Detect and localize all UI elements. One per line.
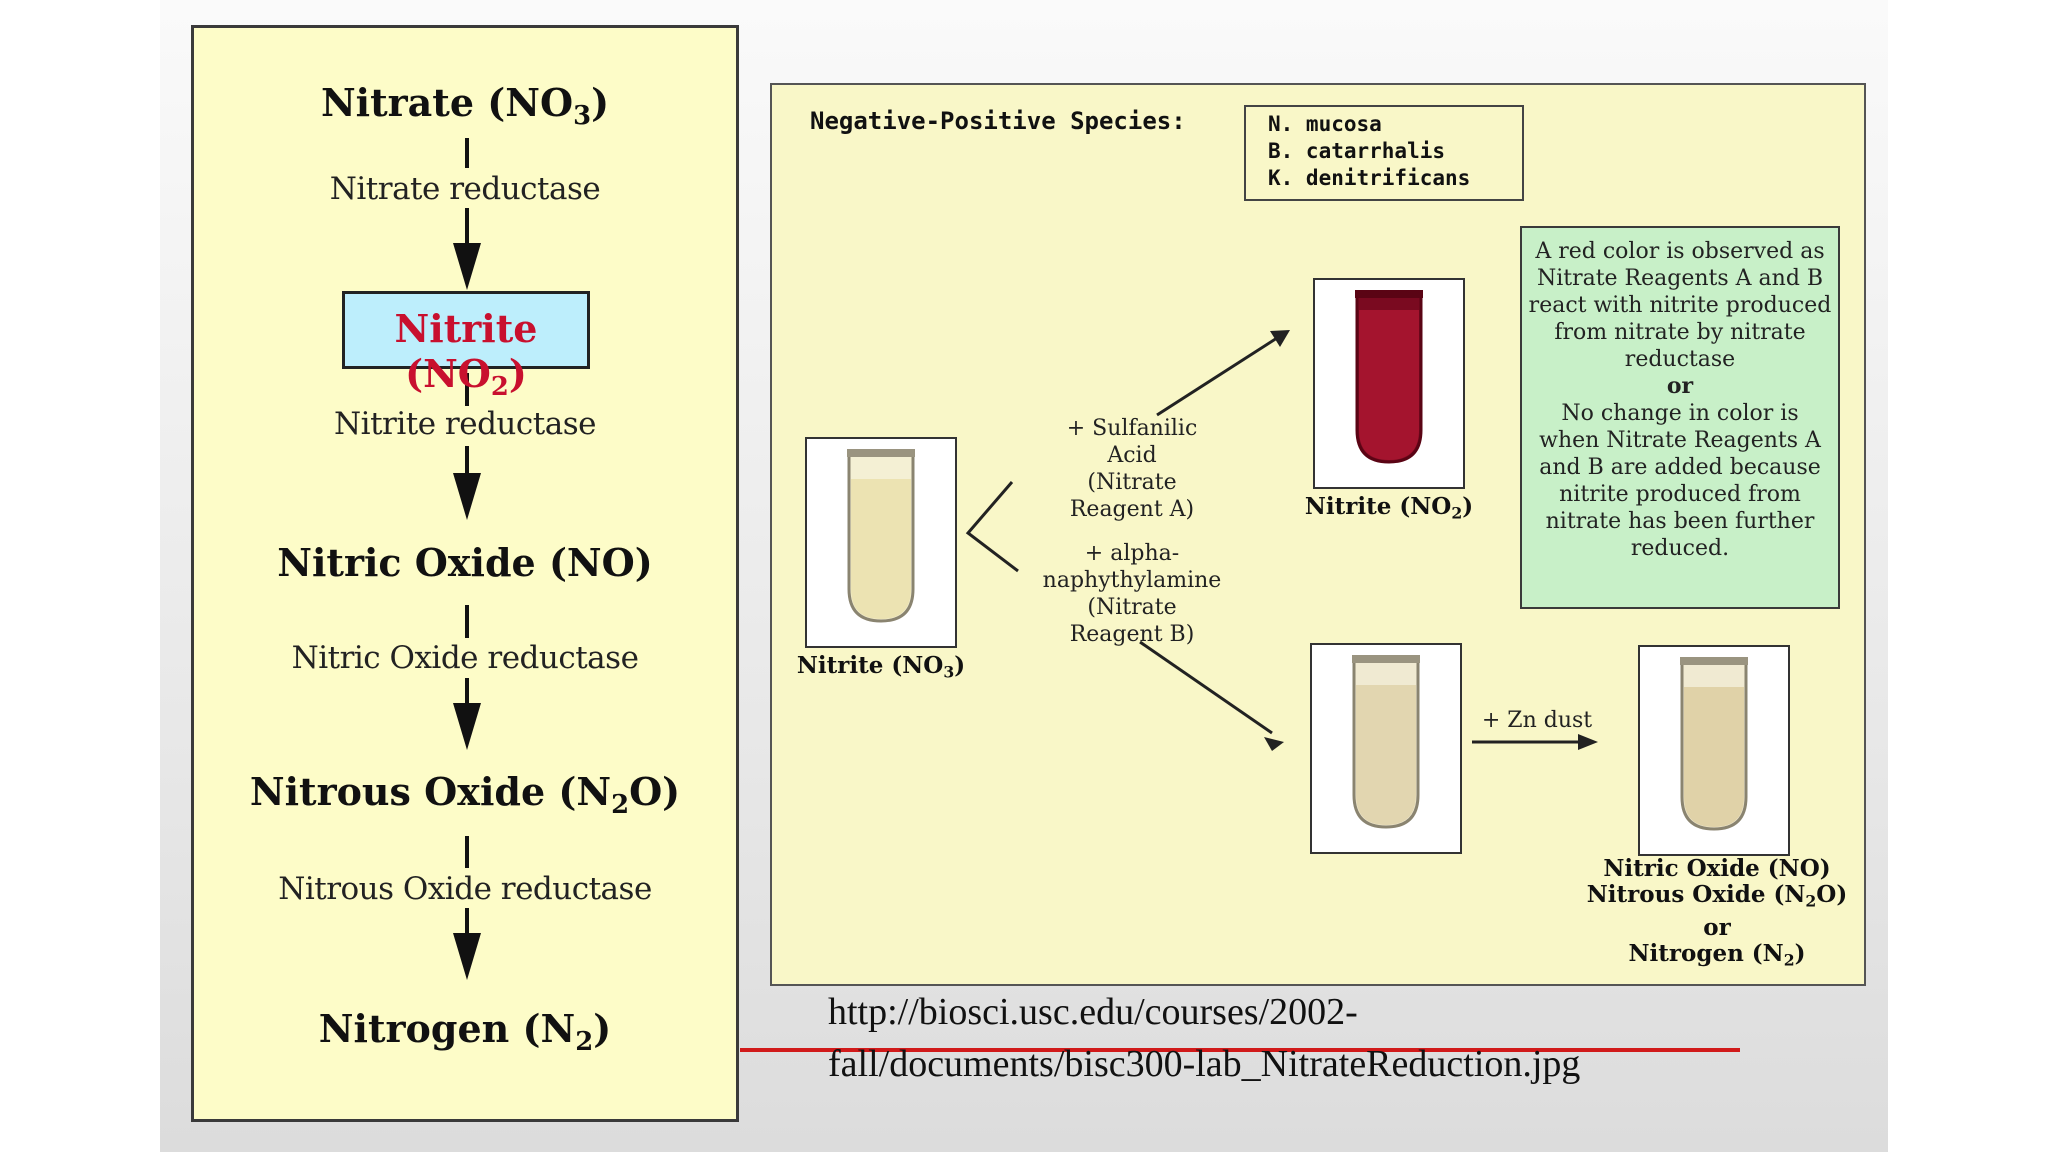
reagent-b-label: + alpha- naphythylamine (Nitrate Reagent… [1042,541,1222,647]
arrowhead-zn [1578,734,1598,750]
compound-nitrogen: Nitrogen (N2) [318,1006,612,1057]
note-part2: No change in color is when Nitrate Reage… [1539,401,1821,561]
test-tube-red-icon [1355,290,1423,464]
source-url-line2: fall/documents/bisc300-lab_NitrateReduct… [828,1043,1581,1085]
compound-nitrite: Nitrite (NO2) [394,306,538,402]
enzyme-nitric-oxide-reductase: Nitric Oxide reductase [291,640,639,676]
test-tube-clear-icon [847,449,915,623]
final-product: Nitrogen (N2) [1628,939,1806,970]
zn-dust-label: + Zn dust [1481,708,1593,733]
species-title: Negative-Positive Species: [810,107,1186,135]
enzyme-nitrite-reductase: Nitrite reductase [334,406,596,442]
branch-lines [965,481,1019,573]
reaction-arrows [965,330,1598,751]
source-url-line1: http://biosci.usc.edu/courses/2002- [828,991,1358,1033]
arrow-to-red-tube [1156,336,1278,417]
final-products-label: Nitric Oxide (NO) Nitrous Oxide (N2O) or… [1572,856,1862,973]
compound-nitrate: Nitrate (NO3) [320,80,610,131]
pathway-arrows [453,138,481,980]
species-box: N. mucosa B. catarrhalis K. denitrifican… [1244,105,1524,201]
species-item: N. mucosa [1268,112,1382,136]
final-product: Nitrous Oxide (N2O) [1586,881,1848,911]
tube-red [1313,278,1465,489]
tube-start [805,437,957,648]
arrow-head-3 [453,703,481,750]
source-url[interactable]: http://biosci.usc.edu/courses/2002- fall… [828,986,1728,1090]
species-item: K. denitrificans [1268,166,1471,190]
final-or: or [1703,913,1731,941]
nitrite-highlight-box: Nitrite (NO2) [342,291,590,402]
reagent-a-label: + Sulfanilic Acid (Nitrate Reagent A) [1066,416,1198,522]
final-product: Nitric Oxide (NO) [1603,855,1831,882]
compound-nitric-oxide: Nitric Oxide (NO) [277,540,653,585]
results-panel: Negative-Positive Species: N. mucosa B. … [770,83,1866,986]
tube-final [1638,645,1790,856]
enzyme-nitrous-oxide-reductase: Nitrous Oxide reductase [278,871,652,907]
pathway-panel: Nitrate (NO3) Nitrate reductase Nitrite … [191,25,739,1122]
test-tube-clear-icon [1352,655,1420,829]
note-or: or [1666,373,1694,399]
note-part1: A red color is observed as Nitrate Reage… [1528,239,1832,372]
tube-no-change [1310,643,1462,854]
label-start-tube: Nitrite (NO3) [796,652,966,682]
arrow-head-4 [453,933,481,980]
enzyme-nitrate-reductase: Nitrate reductase [329,171,601,207]
species-item: B. catarrhalis [1268,139,1446,163]
arrowhead-clear [1264,737,1284,751]
compound-nitrous-oxide: Nitrous Oxide (N2O) [249,769,681,820]
explanation-note: A red color is observed as Nitrate Reage… [1520,226,1840,609]
label-red-tube: Nitrite (NO2) [1304,493,1474,523]
arrow-to-clear-tube [1139,640,1273,735]
arrow-head-1 [453,243,481,290]
arrowhead-red [1270,330,1290,347]
test-tube-clear-icon [1680,657,1748,831]
red-underline [740,1048,1740,1052]
arrow-head-2 [453,473,481,520]
